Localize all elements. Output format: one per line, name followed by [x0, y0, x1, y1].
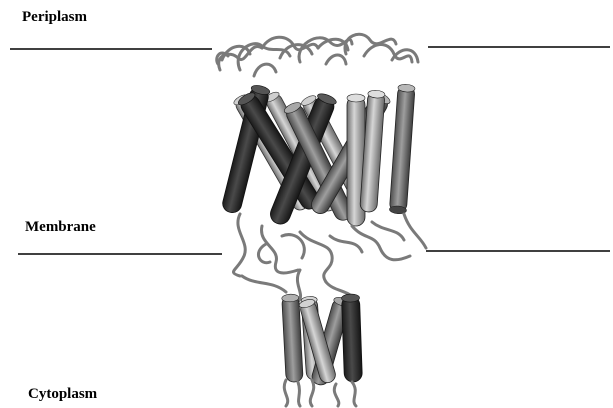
lower-membrane-boundary	[18, 251, 610, 254]
helix-cyto-dark	[341, 294, 362, 383]
cytoplasmic-helices	[282, 294, 363, 387]
intracellular-loops	[233, 214, 426, 302]
helix-far-right	[389, 84, 415, 214]
transmembrane-helices	[221, 84, 415, 227]
periplasmic-loops	[217, 34, 418, 76]
